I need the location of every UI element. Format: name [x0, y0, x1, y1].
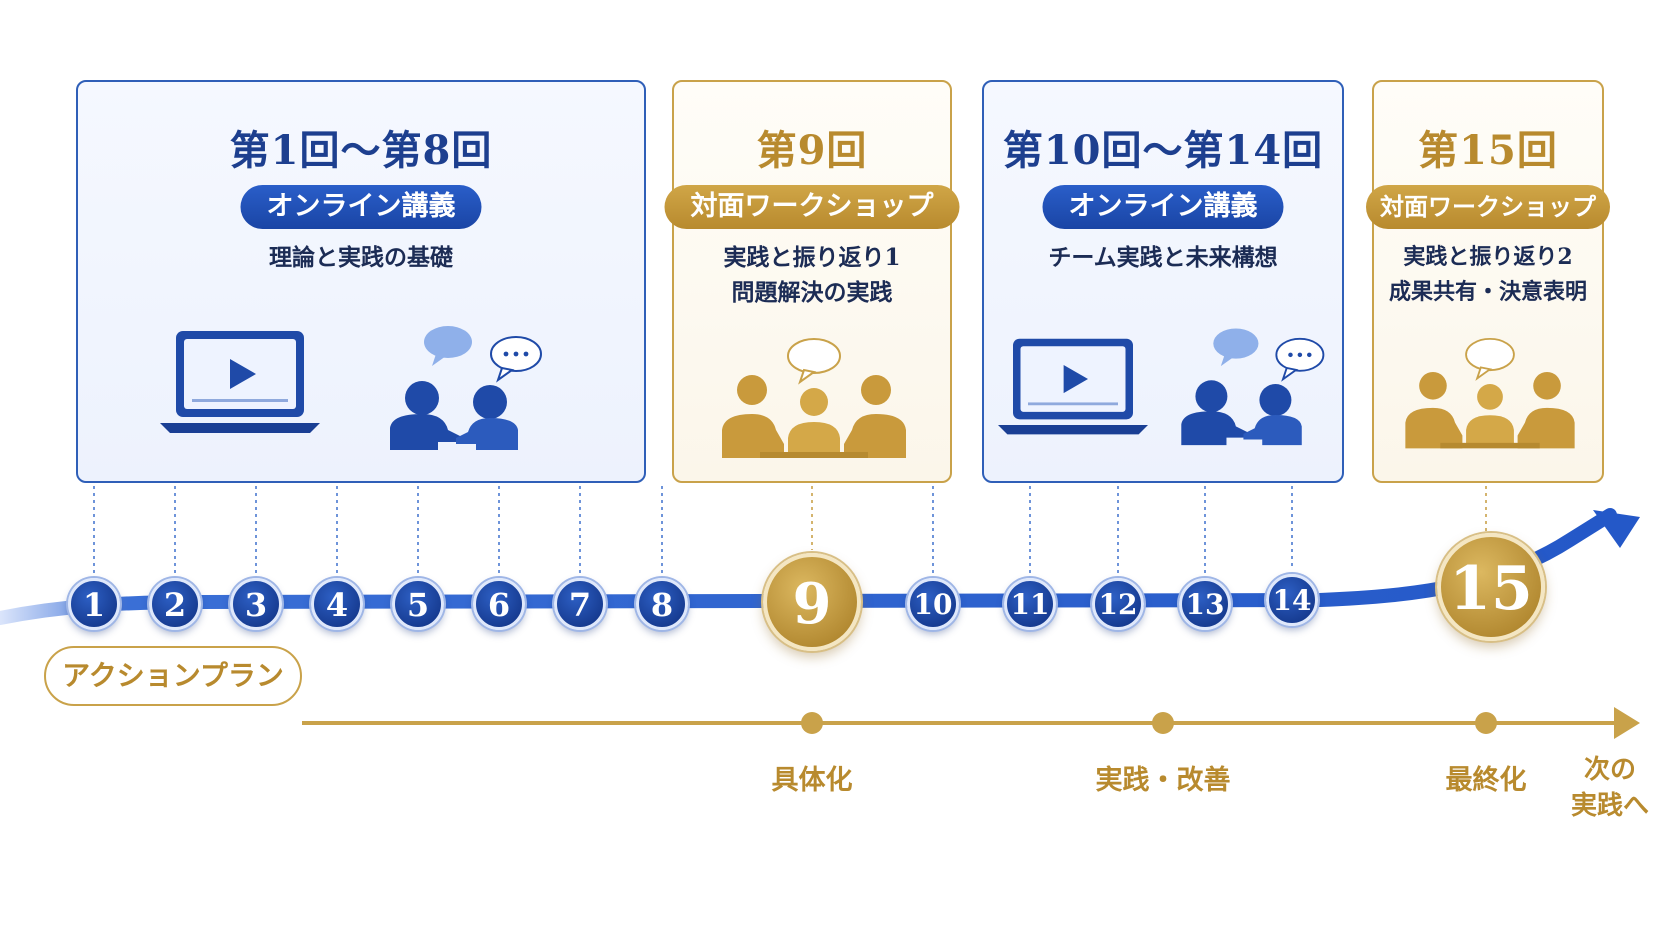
milestone-dot-1	[801, 712, 823, 734]
gold-connectors	[811, 486, 1487, 550]
session-node-10: 10	[907, 578, 959, 630]
session-node-11: 11	[1004, 578, 1056, 630]
milestone-label-2: 実践・改善	[1095, 765, 1231, 796]
action-plan-arrowhead	[1614, 707, 1640, 739]
session-node-7: 7	[554, 578, 606, 630]
milestone-label-1: 具体化	[771, 765, 853, 796]
card-subtitle: チーム実践と未来構想	[1048, 244, 1278, 271]
card-title: 第1回〜第8回	[229, 127, 493, 174]
next-practice-label: 次の 実践へ	[1570, 755, 1649, 821]
conversation-icon	[1181, 328, 1325, 446]
session-node-6: 6	[473, 578, 525, 630]
blue-connectors	[93, 486, 1293, 574]
session-node-8: 8	[636, 578, 688, 630]
milestone-label-3: 最終化	[1445, 765, 1527, 796]
timeline-arrowhead	[1593, 510, 1640, 548]
card-title: 第9回	[756, 127, 868, 174]
action-plan-label: アクションプラン	[44, 646, 302, 706]
card-pill: 対面ワークショップ	[1366, 185, 1610, 229]
session-node-5: 5	[392, 578, 444, 630]
laptop-play-icon	[998, 338, 1148, 435]
card-pill: オンライン講義	[240, 185, 482, 229]
card-pill: 対面ワークショップ	[664, 185, 960, 229]
milestone-dot-2	[1152, 712, 1174, 734]
session-node-9: 9	[763, 553, 861, 651]
laptop-play-icon	[160, 331, 320, 433]
session-node-15: 15	[1437, 533, 1545, 641]
card-pill: オンライン講義	[1042, 185, 1284, 229]
milestone-dot-3	[1475, 712, 1497, 734]
session-node-12: 12	[1092, 578, 1144, 630]
session-node-13: 13	[1179, 578, 1231, 630]
meeting-icon	[1405, 337, 1575, 449]
session-node-14: 14	[1266, 574, 1318, 626]
card-title: 第10回〜第14回	[1002, 127, 1324, 174]
card-title: 第15回	[1418, 127, 1558, 174]
phase-card-1: 第1回〜第8回 オンライン講義 理論と実践の基礎	[76, 80, 646, 483]
card-subtitle: 理論と実践の基礎	[269, 244, 453, 271]
session-node-2: 2	[149, 578, 201, 630]
session-node-3: 3	[230, 578, 282, 630]
phase-card-3: 第10回〜第14回 オンライン講義 チーム実践と未来構想	[982, 80, 1344, 483]
session-node-1: 1	[68, 578, 120, 630]
meeting-icon	[722, 338, 906, 458]
session-node-4: 4	[311, 578, 363, 630]
conversation-icon	[390, 326, 542, 450]
